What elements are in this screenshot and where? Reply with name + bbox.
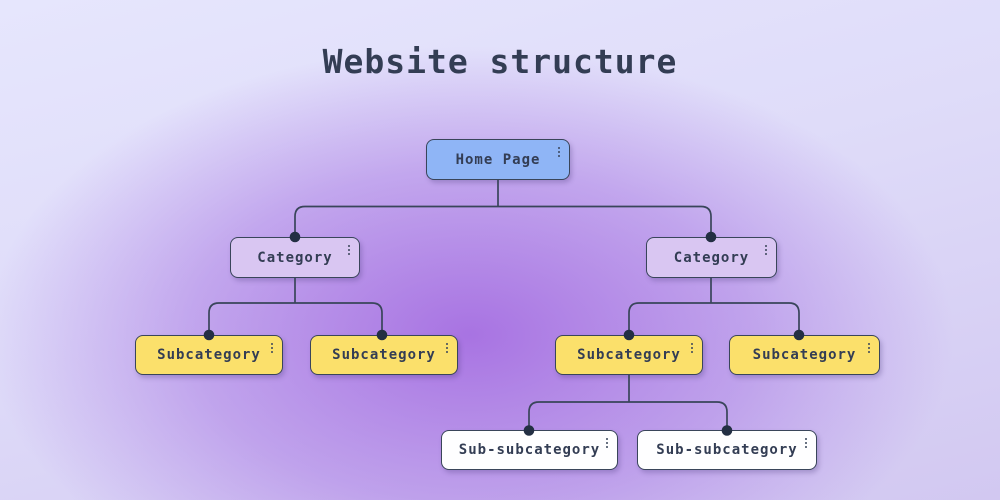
node-sub-subcategory-2[interactable]: Sub-subcategory: [637, 430, 817, 470]
kebab-menu-icon[interactable]: [557, 147, 560, 150]
kebab-menu-icon[interactable]: [605, 438, 608, 441]
node-category-right[interactable]: Category: [646, 237, 777, 278]
kebab-menu-icon[interactable]: [867, 343, 870, 346]
kebab-menu-icon[interactable]: [270, 343, 273, 346]
connector-category-left-to-subcategories: [208, 302, 383, 335]
node-sub-subcategory-1[interactable]: Sub-subcategory: [441, 430, 618, 470]
node-home-page[interactable]: Home Page: [426, 139, 570, 180]
node-subcategory-1[interactable]: Subcategory: [135, 335, 283, 375]
connector-home-to-categories: [294, 205, 712, 237]
node-label: Sub-subcategory: [656, 442, 798, 458]
node-label: Category: [673, 249, 750, 266]
kebab-menu-icon[interactable]: [764, 245, 767, 248]
node-label: Subcategory: [332, 347, 436, 363]
node-label: Subcategory: [577, 347, 681, 363]
node-subcategory-2[interactable]: Subcategory: [310, 335, 458, 375]
kebab-menu-icon[interactable]: [804, 438, 807, 441]
connector-category-right-to-subcategories: [628, 302, 800, 335]
node-subcategory-3[interactable]: Subcategory: [555, 335, 703, 375]
connector-subcategory-3-to-sub-subcategories: [528, 401, 728, 430]
node-label: Subcategory: [752, 347, 857, 363]
kebab-menu-icon[interactable]: [445, 343, 448, 346]
node-label: Subcategory: [157, 347, 261, 363]
kebab-menu-icon[interactable]: [347, 245, 350, 248]
node-label: Sub-subcategory: [458, 442, 601, 458]
node-category-left[interactable]: Category: [230, 237, 360, 278]
node-subcategory-4[interactable]: Subcategory: [729, 335, 880, 375]
node-label: Home Page: [455, 151, 541, 168]
node-label: Category: [257, 249, 333, 266]
kebab-menu-icon[interactable]: [690, 343, 693, 346]
page-title: Website structure: [322, 42, 678, 81]
